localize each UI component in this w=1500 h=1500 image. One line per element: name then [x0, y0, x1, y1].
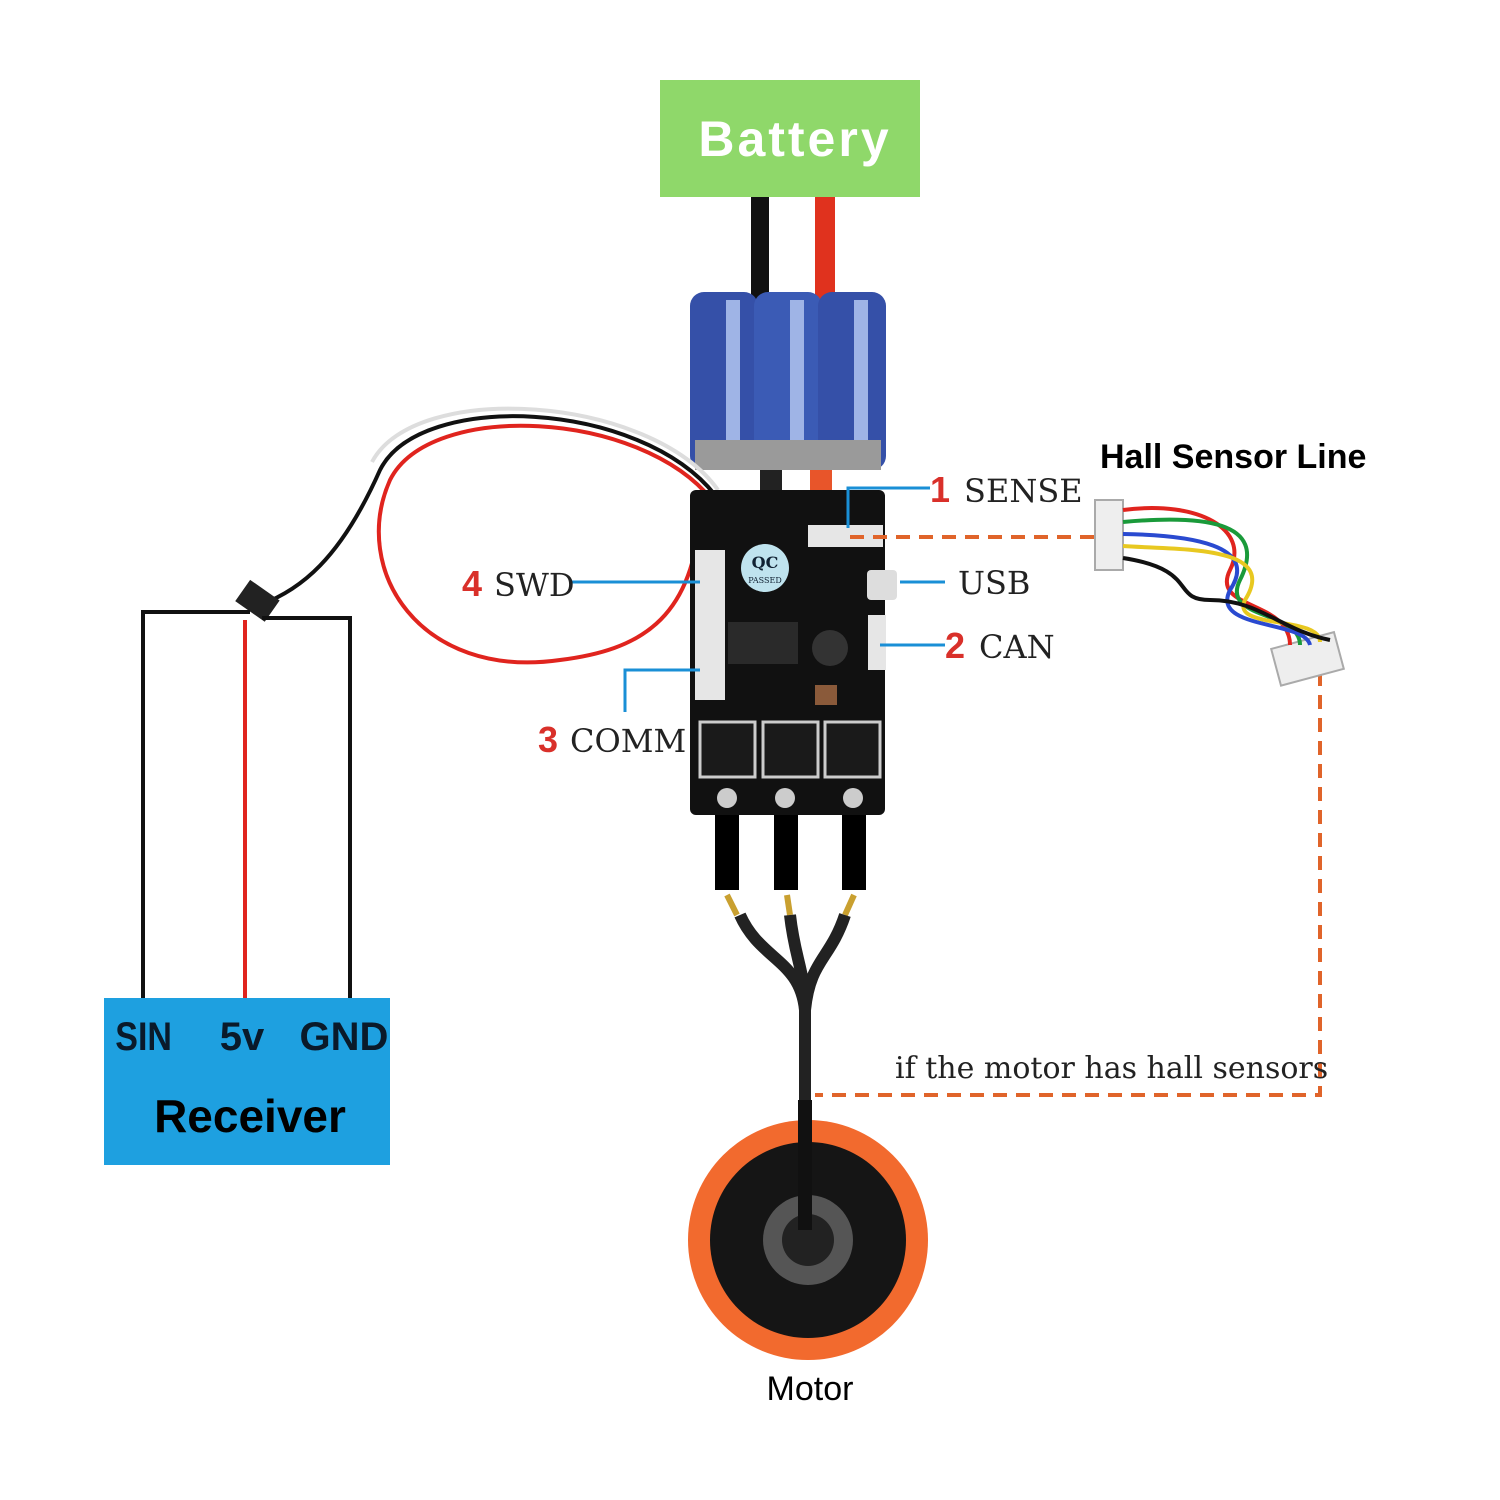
battery-positive-wire: [815, 197, 835, 307]
battery-negative-wire: [751, 197, 769, 307]
hall-dashed-line: [815, 535, 1322, 1097]
can-connector: [868, 615, 886, 670]
usb-port: [867, 570, 897, 600]
sense-connector: [808, 525, 883, 547]
receiver-wires: [141, 610, 352, 998]
qc-badge-top: QC: [752, 553, 779, 572]
hall-sensor-note: if the motor has hall sensors: [895, 1051, 1328, 1086]
motor: [688, 1100, 928, 1360]
servo-connector: [235, 579, 280, 622]
hall-sensor-cable: [1094, 499, 1346, 687]
capacitors: [690, 292, 886, 470]
servo-cable: [259, 406, 720, 665]
motor-label: Motor: [767, 1370, 854, 1408]
swd-comm-connector: [695, 550, 725, 700]
receiver-label: Receiver: [154, 1090, 346, 1142]
qc-badge-bottom: PASSED: [748, 576, 782, 585]
phase-wires: [715, 815, 866, 1220]
hall-sensor-title: Hall Sensor Line: [1100, 438, 1366, 476]
port-label-usb: USB: [958, 564, 1030, 602]
receiver-block: SIN 5v GND Receiver: [104, 998, 390, 1165]
pin-5v: 5v: [220, 1015, 265, 1059]
esc-board: QC PASSED: [690, 490, 897, 815]
port-leader-lines: [570, 486, 945, 712]
pin-sin: SIN: [115, 1013, 172, 1058]
pin-gnd: GND: [300, 1015, 389, 1059]
battery-label: Battery: [698, 111, 891, 167]
battery-block: Battery: [660, 80, 920, 197]
